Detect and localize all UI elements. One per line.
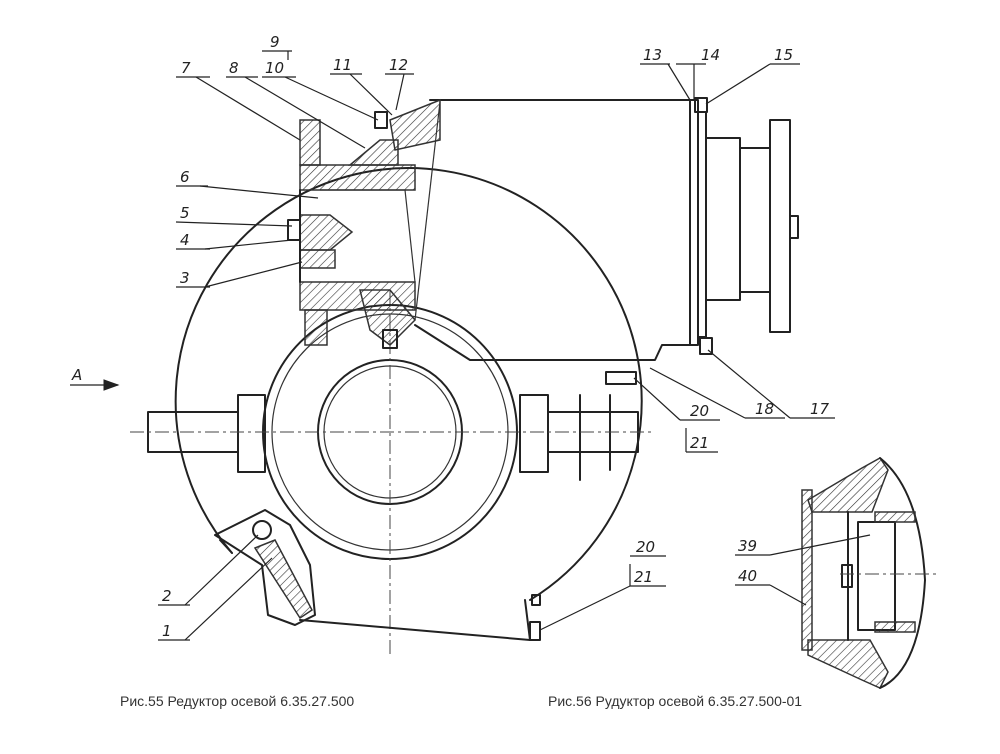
callout-21-top: 21 (690, 434, 709, 452)
callout-6: 6 (180, 168, 190, 186)
housing-outline (174, 167, 643, 601)
gearbox-main-view: A (70, 97, 799, 655)
callout-10: 10 (265, 59, 284, 77)
caption-fig55: Рис.55 Редуктор осевой 6.35.27.500 (120, 693, 354, 709)
callout-15: 15 (774, 46, 793, 64)
callout-17: 17 (810, 400, 830, 418)
callout-11: 11 (333, 56, 352, 74)
callout-12: 12 (389, 56, 408, 74)
callout-20-top: 20 (690, 402, 709, 420)
callouts-fig55: 7 8 9 10 11 12 6 5 4 3 (158, 33, 835, 641)
callout-21-bottom: 21 (634, 568, 653, 586)
callout-7: 7 (181, 59, 191, 77)
callout-8: 8 (229, 59, 239, 77)
callout-18: 18 (755, 400, 774, 418)
inspection-cover (214, 509, 316, 626)
callout-9: 9 (270, 33, 280, 51)
gearbox-detail-view: 39 40 (735, 457, 940, 689)
axle (147, 394, 639, 481)
callout-5: 5 (180, 204, 190, 222)
gear-case (414, 97, 799, 385)
callout-20-bottom: 20 (636, 538, 655, 556)
callout-13: 13 (643, 46, 662, 64)
callout-40: 40 (738, 567, 757, 585)
view-marker-a: A (71, 366, 82, 384)
callout-1: 1 (162, 622, 172, 640)
input-shaft-assembly (287, 98, 441, 349)
case-body (414, 99, 691, 361)
callout-14: 14 (701, 46, 720, 64)
caption-fig56: Рис.56 Рудуктор осевой 6.35.27.500-01 (548, 693, 802, 709)
callout-4: 4 (180, 231, 190, 249)
callout-3: 3 (180, 269, 190, 287)
callout-2: 2 (162, 587, 172, 605)
callout-39: 39 (738, 537, 757, 555)
